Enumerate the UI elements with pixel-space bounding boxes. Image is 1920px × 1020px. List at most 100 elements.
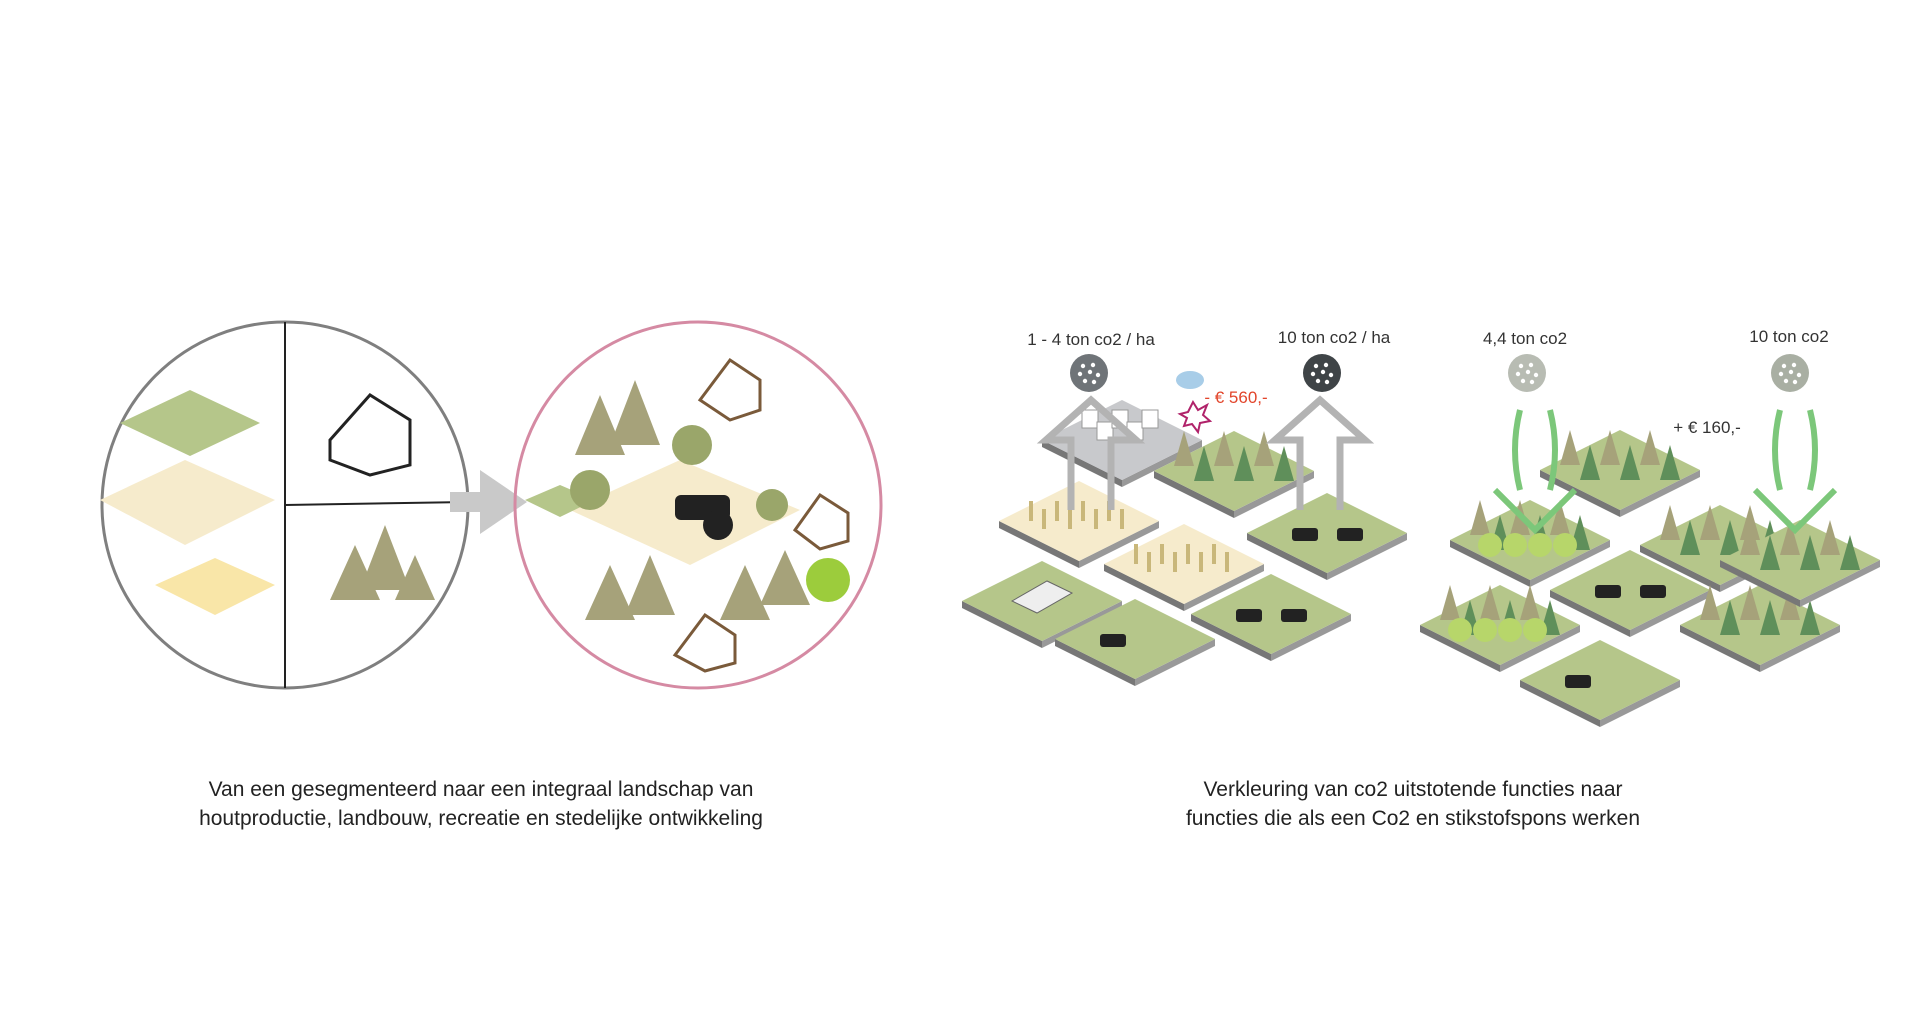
cost-positive: + € 160,- <box>1673 418 1741 437</box>
tree-icon <box>1234 446 1254 481</box>
tree-icon <box>1780 520 1800 555</box>
wheat-icon <box>1081 501 1085 521</box>
wheat-icon <box>1029 501 1033 521</box>
wheat-icon <box>1173 552 1177 572</box>
tree-icon <box>1480 585 1500 620</box>
cow-icon <box>1281 609 1307 622</box>
greenhouse-icon <box>328 393 412 477</box>
transition-arrow-icon <box>450 470 527 534</box>
cow-icon <box>1565 675 1591 688</box>
wheat-icon <box>1042 509 1046 529</box>
absorption-arrow-icon <box>1492 409 1578 535</box>
tree-icon <box>1740 585 1760 620</box>
cow-tile <box>1520 640 1680 720</box>
forest-tile <box>1154 431 1314 511</box>
tree-icon <box>1174 431 1194 466</box>
house-icon <box>1081 409 1099 429</box>
house-icon <box>1141 409 1159 429</box>
tree-icon <box>1440 585 1460 620</box>
cow-icon <box>1595 585 1621 598</box>
segmented-landscape-circle <box>100 320 470 690</box>
cow-icon <box>1236 609 1262 622</box>
cows-tile <box>1550 550 1710 630</box>
cow-icon <box>1640 585 1666 598</box>
shrub-icon <box>1503 533 1527 557</box>
wheat-icon <box>1147 552 1151 572</box>
tree-icon <box>1680 520 1700 555</box>
shrub-icon <box>1448 618 1472 642</box>
tree-icon <box>1580 445 1600 480</box>
greenhouse-icon <box>1010 580 1074 614</box>
tree-icon <box>1640 430 1660 465</box>
wheat-icon <box>1199 552 1203 572</box>
tree-icon <box>1840 535 1860 570</box>
wheat-icon <box>1186 544 1190 564</box>
tree-icon <box>1660 445 1680 480</box>
integral-landscape-circle <box>513 320 883 690</box>
shrub-icon <box>1473 618 1497 642</box>
tree-icon <box>1820 520 1840 555</box>
tree-icon <box>1520 585 1540 620</box>
tree-icon <box>1620 445 1640 480</box>
wheat-icon <box>1107 501 1111 521</box>
emission-arrow-icon <box>1036 395 1146 510</box>
forest-tile <box>1720 520 1880 600</box>
shrub-icon <box>1553 533 1577 557</box>
cows-tile <box>1191 574 1351 654</box>
house-icon <box>1096 421 1114 441</box>
tree-icon <box>1700 505 1720 540</box>
cow-icon <box>1292 528 1318 541</box>
tree-icon <box>1550 500 1570 535</box>
tree-icon <box>1274 446 1294 481</box>
shrub-icon <box>1498 618 1522 642</box>
wheat-icon <box>1212 544 1216 564</box>
tree-icon <box>1600 430 1620 465</box>
tree-icon <box>1780 585 1800 620</box>
wheat-tile <box>1104 524 1264 604</box>
absorption-arrow-icon <box>1752 409 1838 535</box>
cow-tile <box>1055 599 1215 679</box>
tree-icon <box>1740 520 1760 555</box>
absorption-label-2: 10 ton co2 <box>1749 327 1829 346</box>
shrub-icon <box>1523 618 1547 642</box>
tree-icon <box>1254 431 1274 466</box>
pasture-tile <box>120 390 260 456</box>
tree-icon <box>1720 520 1740 555</box>
tree-icon <box>1470 500 1490 535</box>
livestock-tile <box>155 558 275 615</box>
tree-icon <box>1760 535 1780 570</box>
tree-icon <box>1194 446 1214 481</box>
tree-icon <box>1800 535 1820 570</box>
emission-label-1: 1 - 4 ton co2 / ha <box>1027 330 1155 349</box>
tree-icon <box>1760 600 1780 635</box>
wheat-icon <box>1134 544 1138 564</box>
shrub-icon <box>1528 533 1552 557</box>
emission-label-2: 10 ton co2 / ha <box>1277 328 1391 347</box>
right-caption: Verkleuring van co2 uitstotende functies… <box>1185 778 1641 830</box>
shrub-icon <box>1478 533 1502 557</box>
tree-icon <box>1560 430 1580 465</box>
tree-icon <box>1214 431 1234 466</box>
wheat-tile <box>999 481 1159 561</box>
tree-icon <box>1660 505 1680 540</box>
left-caption: Van een gesegmenteerd naar een integraal… <box>199 778 763 830</box>
absorption-label-1: 4,4 ton co2 <box>1482 329 1568 348</box>
cow-icon <box>1100 634 1126 647</box>
wheat-icon <box>1094 509 1098 529</box>
cows-tile <box>1247 493 1407 573</box>
emission-arrow-icon <box>1265 395 1375 510</box>
damage-burst-icon <box>1177 399 1213 435</box>
forest-tile <box>1540 430 1700 510</box>
shop-cart-icon <box>806 558 850 602</box>
rain-cloud-icon <box>1176 371 1204 389</box>
wheat-tile <box>100 460 275 545</box>
wheat-icon <box>1160 544 1164 564</box>
tree-icon <box>1720 600 1740 635</box>
wheat-icon <box>1120 509 1124 529</box>
cow-icon <box>1337 528 1363 541</box>
tree-icon <box>1800 600 1820 635</box>
forest-icon <box>330 525 435 600</box>
wheat-icon <box>1055 501 1059 521</box>
cost-negative: - € 560,- <box>1204 388 1268 407</box>
